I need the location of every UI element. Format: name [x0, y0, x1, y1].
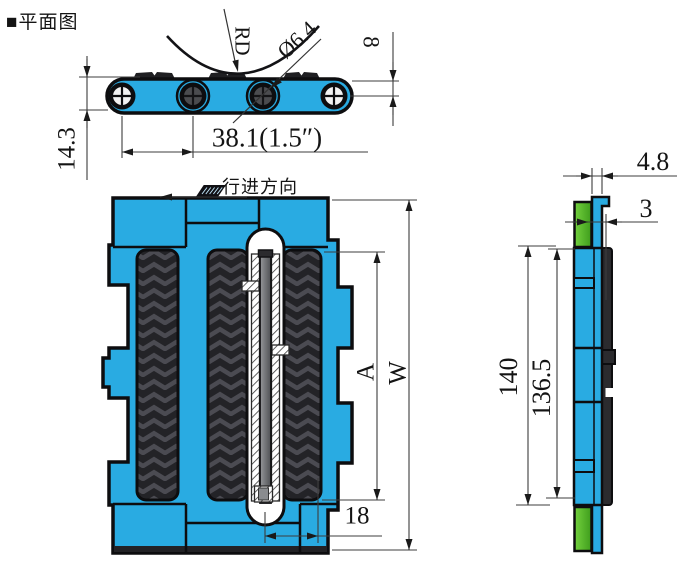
- dim-overall-width-label: W: [384, 361, 412, 385]
- section-wall-hatch: [270, 253, 281, 502]
- pin-rod-top-cap: [257, 249, 274, 258]
- module-seam-lines: [113, 198, 338, 553]
- left-arrow-icon: [160, 193, 172, 201]
- dim-slot-offset-18: [264, 478, 382, 543]
- dim-tread-width-label: A: [352, 362, 380, 382]
- plate-bottom-shadow: [114, 546, 327, 552]
- dim-height-8: [350, 32, 399, 126]
- travel-direction-indicator: [160, 185, 247, 201]
- link-outline: [245, 78, 281, 114]
- dim-inner-136-5: [546, 248, 575, 499]
- rubber-block-bottom: [573, 505, 593, 553]
- rd-leader-line: [223, 8, 239, 72]
- rubber-tread-strip: [281, 248, 323, 502]
- dim-height-8-label: 8: [358, 36, 384, 48]
- dim-136-5-label: 136.5: [527, 358, 556, 418]
- link-outline: [175, 78, 211, 114]
- dim-pitch-38-1: [121, 116, 368, 158]
- dim-rubber-3: [565, 214, 658, 300]
- dim-slot-offset-label: 18: [344, 502, 370, 530]
- dim-4-8-label: 4.8: [636, 147, 670, 176]
- diameter-leader-line: [232, 38, 322, 124]
- dim-rd-label: RD: [230, 26, 255, 56]
- pin-rod: [259, 251, 272, 504]
- plan-view-belt-plate: [101, 185, 417, 555]
- tread-edge-notch: [605, 388, 614, 397]
- hinge-pin: [249, 82, 277, 110]
- hatched-flag-icon: [196, 185, 226, 197]
- retainer-tab: [241, 280, 260, 292]
- side-view-edge-profile: [516, 168, 677, 555]
- dim-pitch-label: 38.1(1.5″): [211, 122, 323, 153]
- hinge-band: [573, 277, 595, 289]
- hinge-pin: [108, 82, 136, 110]
- dim-thickness-4-8: [563, 168, 677, 194]
- hinge-band: [573, 459, 595, 473]
- hinge-pin: [179, 82, 207, 110]
- rubber-tread-strip: [135, 248, 180, 502]
- rubber-block-top: [573, 200, 593, 249]
- chain-bar: [105, 77, 354, 115]
- dim-overall-width-W: [332, 199, 417, 551]
- retainer-tab: [271, 344, 290, 356]
- dim-3-label: 3: [639, 194, 653, 223]
- dim-140-label: 140: [494, 357, 523, 397]
- travel-direction-label: 行进方向: [222, 177, 298, 197]
- dim-overall-height-14-3: [79, 56, 140, 180]
- hinge-pin: [320, 82, 348, 110]
- top-view-chain-elevation: [79, 8, 399, 180]
- dim-tread-width-A: [322, 251, 385, 501]
- dim-overall-140: [516, 245, 556, 506]
- page-title: ■平面图: [6, 12, 79, 33]
- dim-overall-height-label: 14.3: [53, 127, 81, 171]
- backflex-radius-arc: [166, 25, 320, 75]
- hinge-pin-section-slot: [241, 227, 290, 527]
